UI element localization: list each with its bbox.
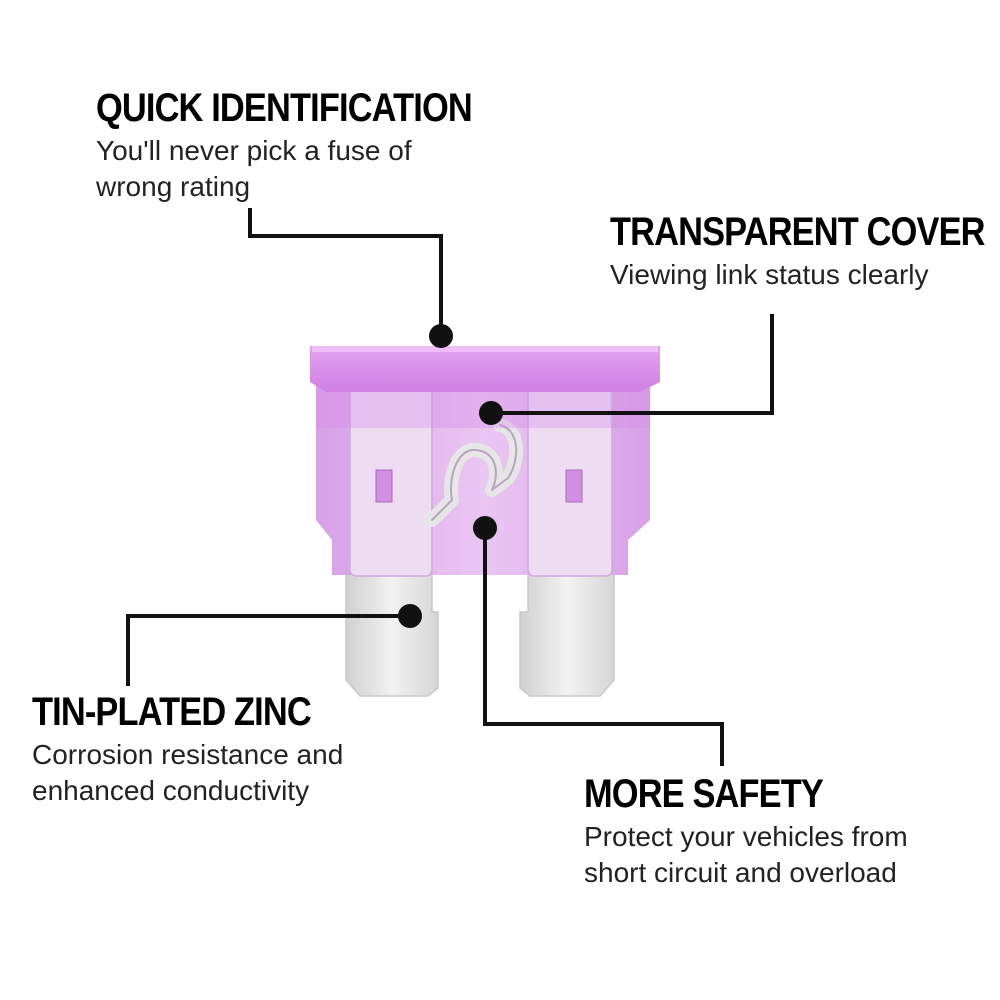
quick-marker-dot xyxy=(429,324,453,348)
transparent-marker-dot xyxy=(479,401,503,425)
callout-transparent-cover: TRANSPARENT COVER Viewing link status cl… xyxy=(610,208,1000,292)
callout-quick-identification: QUICK IDENTIFICATION You'll never pick a… xyxy=(96,84,533,204)
right-terminal-leg xyxy=(519,559,615,697)
callout-title: QUICK IDENTIFICATION xyxy=(96,86,473,130)
right-test-window xyxy=(565,469,583,503)
callout-text-line: wrong rating xyxy=(96,171,251,202)
fuse-cap xyxy=(310,346,660,392)
safety-leader-line xyxy=(483,528,724,766)
callout-text-line: Corrosion resistance and xyxy=(32,739,344,770)
callout-text-line: enhanced conductivity xyxy=(32,775,310,806)
callout-title: TRANSPARENT COVER xyxy=(610,210,985,254)
safety-marker-dot xyxy=(473,516,497,540)
tin-marker-dot xyxy=(398,604,422,628)
transparent-leader-line xyxy=(491,314,774,415)
callout-more-safety: MORE SAFETY Protect your vehicles from s… xyxy=(584,770,908,890)
left-terminal-leg xyxy=(345,559,439,697)
left-test-window xyxy=(375,469,393,503)
callout-text-line: Viewing link status clearly xyxy=(610,259,929,290)
callout-text-line: You'll never pick a fuse of xyxy=(96,135,412,166)
leader-lines xyxy=(126,208,774,766)
callout-title: MORE SAFETY xyxy=(584,772,824,816)
callout-tin-plated-zinc: TIN-PLATED ZINC Corrosion resistance and… xyxy=(32,688,356,808)
tin-leader-line xyxy=(126,614,410,686)
quick-leader-line xyxy=(248,208,443,336)
callout-title: TIN-PLATED ZINC xyxy=(32,690,312,734)
callout-text-line: Protect your vehicles from xyxy=(584,821,908,852)
callout-text-line: short circuit and overload xyxy=(584,857,897,888)
